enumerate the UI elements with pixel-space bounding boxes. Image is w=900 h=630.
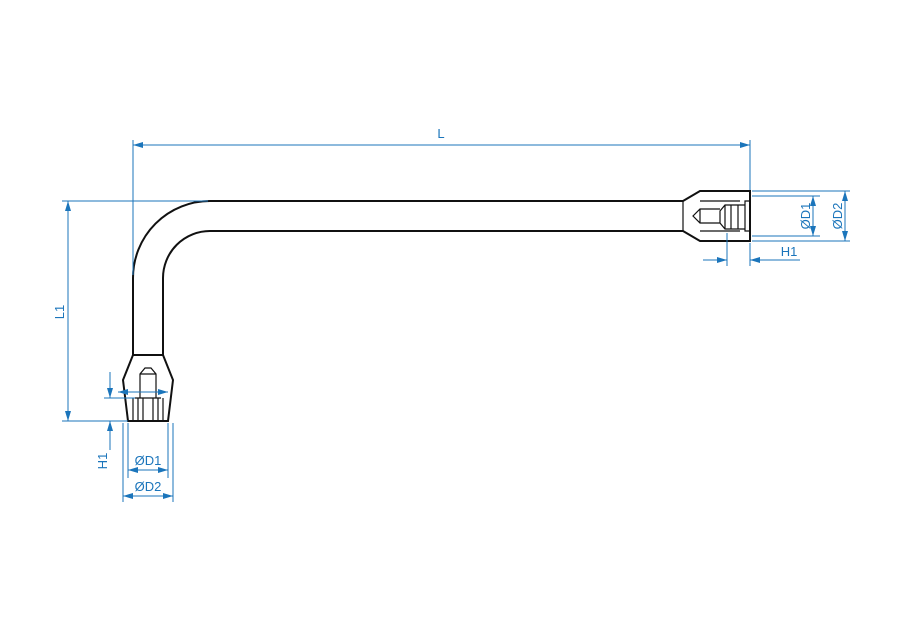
right-d2-label: ØD2 (830, 203, 845, 230)
dimension-lines (62, 140, 850, 502)
length-label: L (437, 126, 444, 141)
left-d2-label: ØD2 (135, 479, 162, 494)
left-socket-head (121, 354, 175, 422)
right-h1-label: H1 (781, 244, 798, 259)
wrench-outline (121, 190, 751, 422)
left-hex-socket (132, 367, 164, 421)
left-h1-label: H1 (95, 453, 110, 470)
right-d1-label: ØD1 (798, 203, 813, 230)
leg-length-label: L1 (52, 305, 67, 319)
right-hex-socket (692, 200, 750, 232)
left-d1-label: ØD1 (135, 453, 162, 468)
right-socket-head (682, 190, 751, 242)
